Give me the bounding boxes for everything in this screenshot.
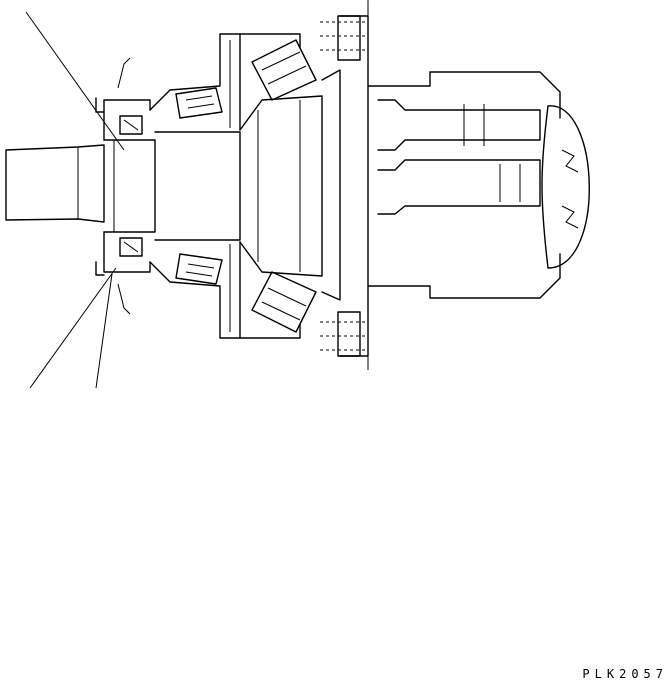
oil-seal: [96, 58, 150, 314]
drawing-code: PLK2057: [582, 667, 668, 681]
brake-piston: [368, 72, 589, 298]
leader-lines: [26, 12, 124, 388]
tapered-roller-bearing: [176, 40, 316, 332]
hub-body: [240, 70, 340, 300]
drive-shaft: [6, 132, 240, 240]
ring-gear: [320, 0, 368, 370]
flange-housing: [150, 34, 300, 338]
